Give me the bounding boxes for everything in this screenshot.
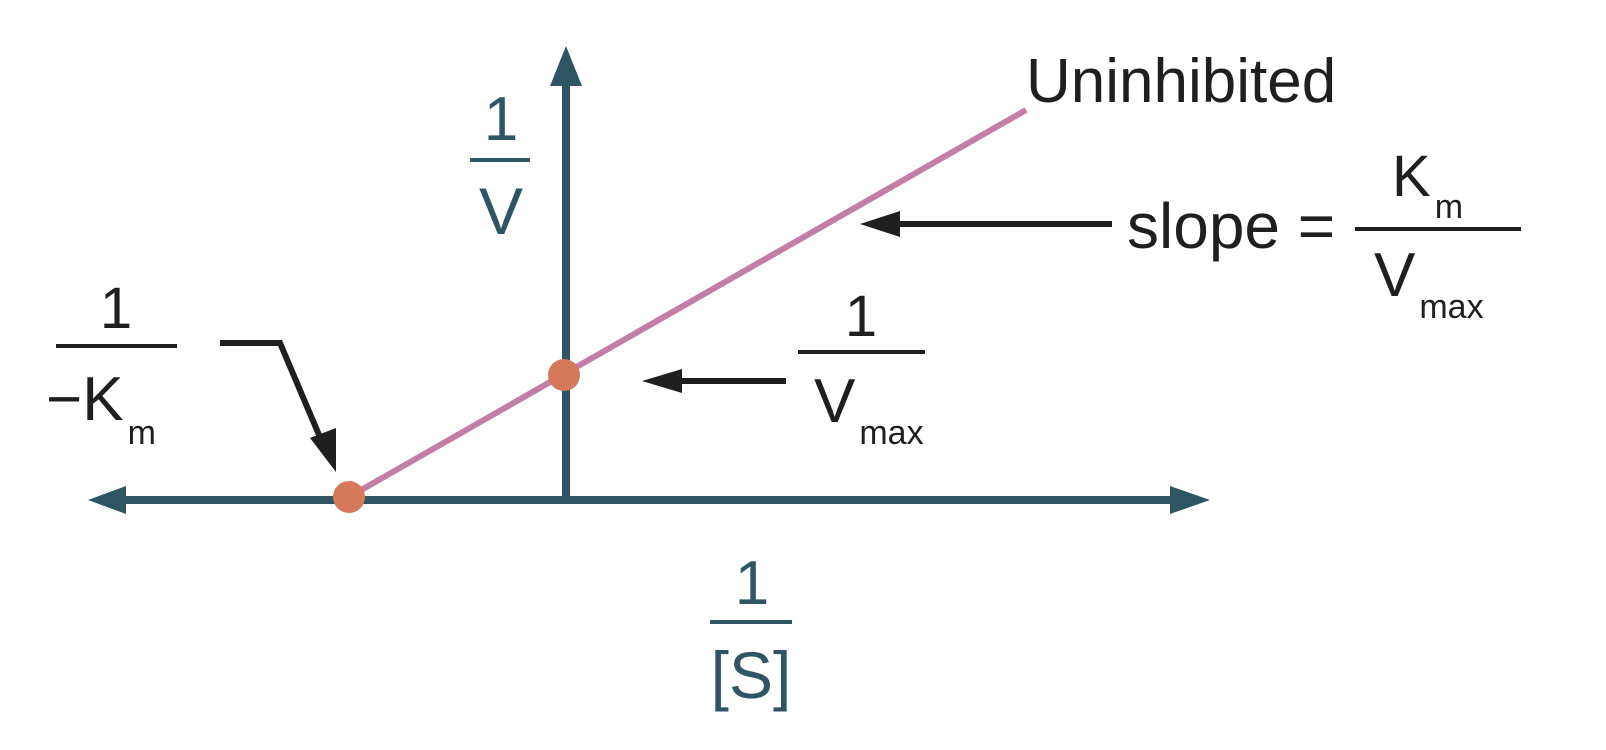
slope-label-numerator-main: K [1392,144,1431,209]
x-intercept-label-denominator-sub: m [128,414,156,452]
axes [88,46,1210,514]
y-intercept-point [548,359,580,391]
y-intercept-label-numerator: 1 [845,284,877,349]
y-intercept-label-denominator-main: V [814,367,856,436]
x-axis-right-arrowhead [1170,486,1210,514]
y-axis-label: 1 V [470,85,530,248]
line-label: Uninhibited [1026,47,1336,116]
slope-arrow [860,211,1112,237]
slope-label-numerator-sub: m [1435,188,1463,226]
x-intercept-label-numerator: 1 [100,276,132,341]
x-axis-label-denominator: [S] [711,638,792,712]
y-axis-label-denominator: V [479,174,523,248]
x-intercept-arrow [220,340,336,472]
y-intercept-label-denominator-sub: max [859,414,923,452]
y-intercept-arrow [642,369,786,393]
uninhibited-line [347,107,1028,500]
x-axis-label-numerator: 1 [735,549,769,618]
slope-label-denominator-sub: max [1419,288,1483,326]
slope-label-denominator-main: V [1374,241,1416,310]
x-intercept-label-denominator-main: −K [46,365,124,434]
slope-label-prefix: slope = [1127,190,1335,262]
y-axis-label-numerator: 1 [484,85,518,154]
x-axis-label: 1 [S] [710,549,792,712]
x-axis-left-arrowhead [88,486,126,514]
y-axis-arrowhead [550,46,582,86]
x-intercept-point [333,481,365,513]
